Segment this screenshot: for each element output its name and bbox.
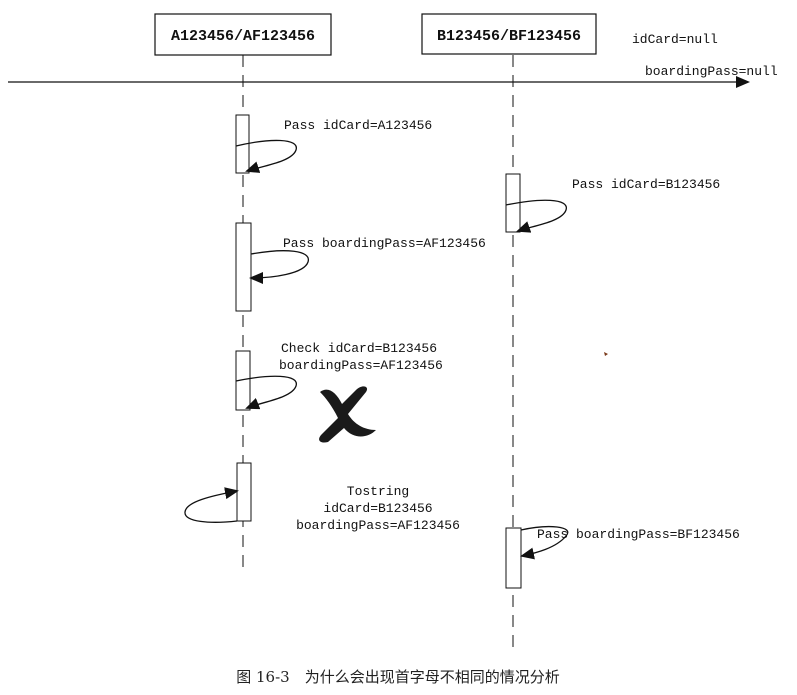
self-call-arrow	[184, 487, 239, 523]
message-label: idCard=B123456	[323, 501, 432, 516]
cross-mark-icon	[319, 386, 376, 443]
self-call-arrow	[235, 139, 297, 173]
speck-mark	[604, 352, 608, 356]
self-call-arrow	[505, 199, 567, 233]
message-label: Pass idCard=A123456	[284, 118, 432, 133]
message-label: boardingPass=AF123456	[279, 358, 443, 373]
object-a-label: A123456/AF123456	[171, 28, 315, 45]
message-label: Pass boardingPass=AF123456	[283, 236, 486, 251]
message-label: Pass boardingPass=BF123456	[537, 527, 740, 542]
object-b-label: B123456/BF123456	[437, 28, 581, 45]
activation-b-2	[505, 527, 522, 589]
activation-a-2	[235, 222, 252, 312]
message-label: Tostring	[347, 484, 409, 499]
activation-a-4	[236, 462, 252, 522]
message-label: Check idCard=B123456	[281, 341, 437, 356]
message-label: boardingPass=AF123456	[296, 518, 460, 533]
id-card-state: idCard=null	[632, 32, 718, 47]
self-call-arrow	[520, 526, 569, 560]
message-label: Pass idCard=B123456	[572, 177, 720, 192]
object-a: A123456/AF123456	[154, 13, 332, 56]
self-call-arrow	[249, 250, 309, 284]
boarding-pass-state: boardingPass=null	[645, 64, 778, 79]
object-b: B123456/BF123456	[421, 13, 597, 55]
self-call-arrow	[235, 375, 297, 410]
figure-caption: 图 16-3 为什么会出现首字母不相同的情况分析	[236, 668, 559, 686]
